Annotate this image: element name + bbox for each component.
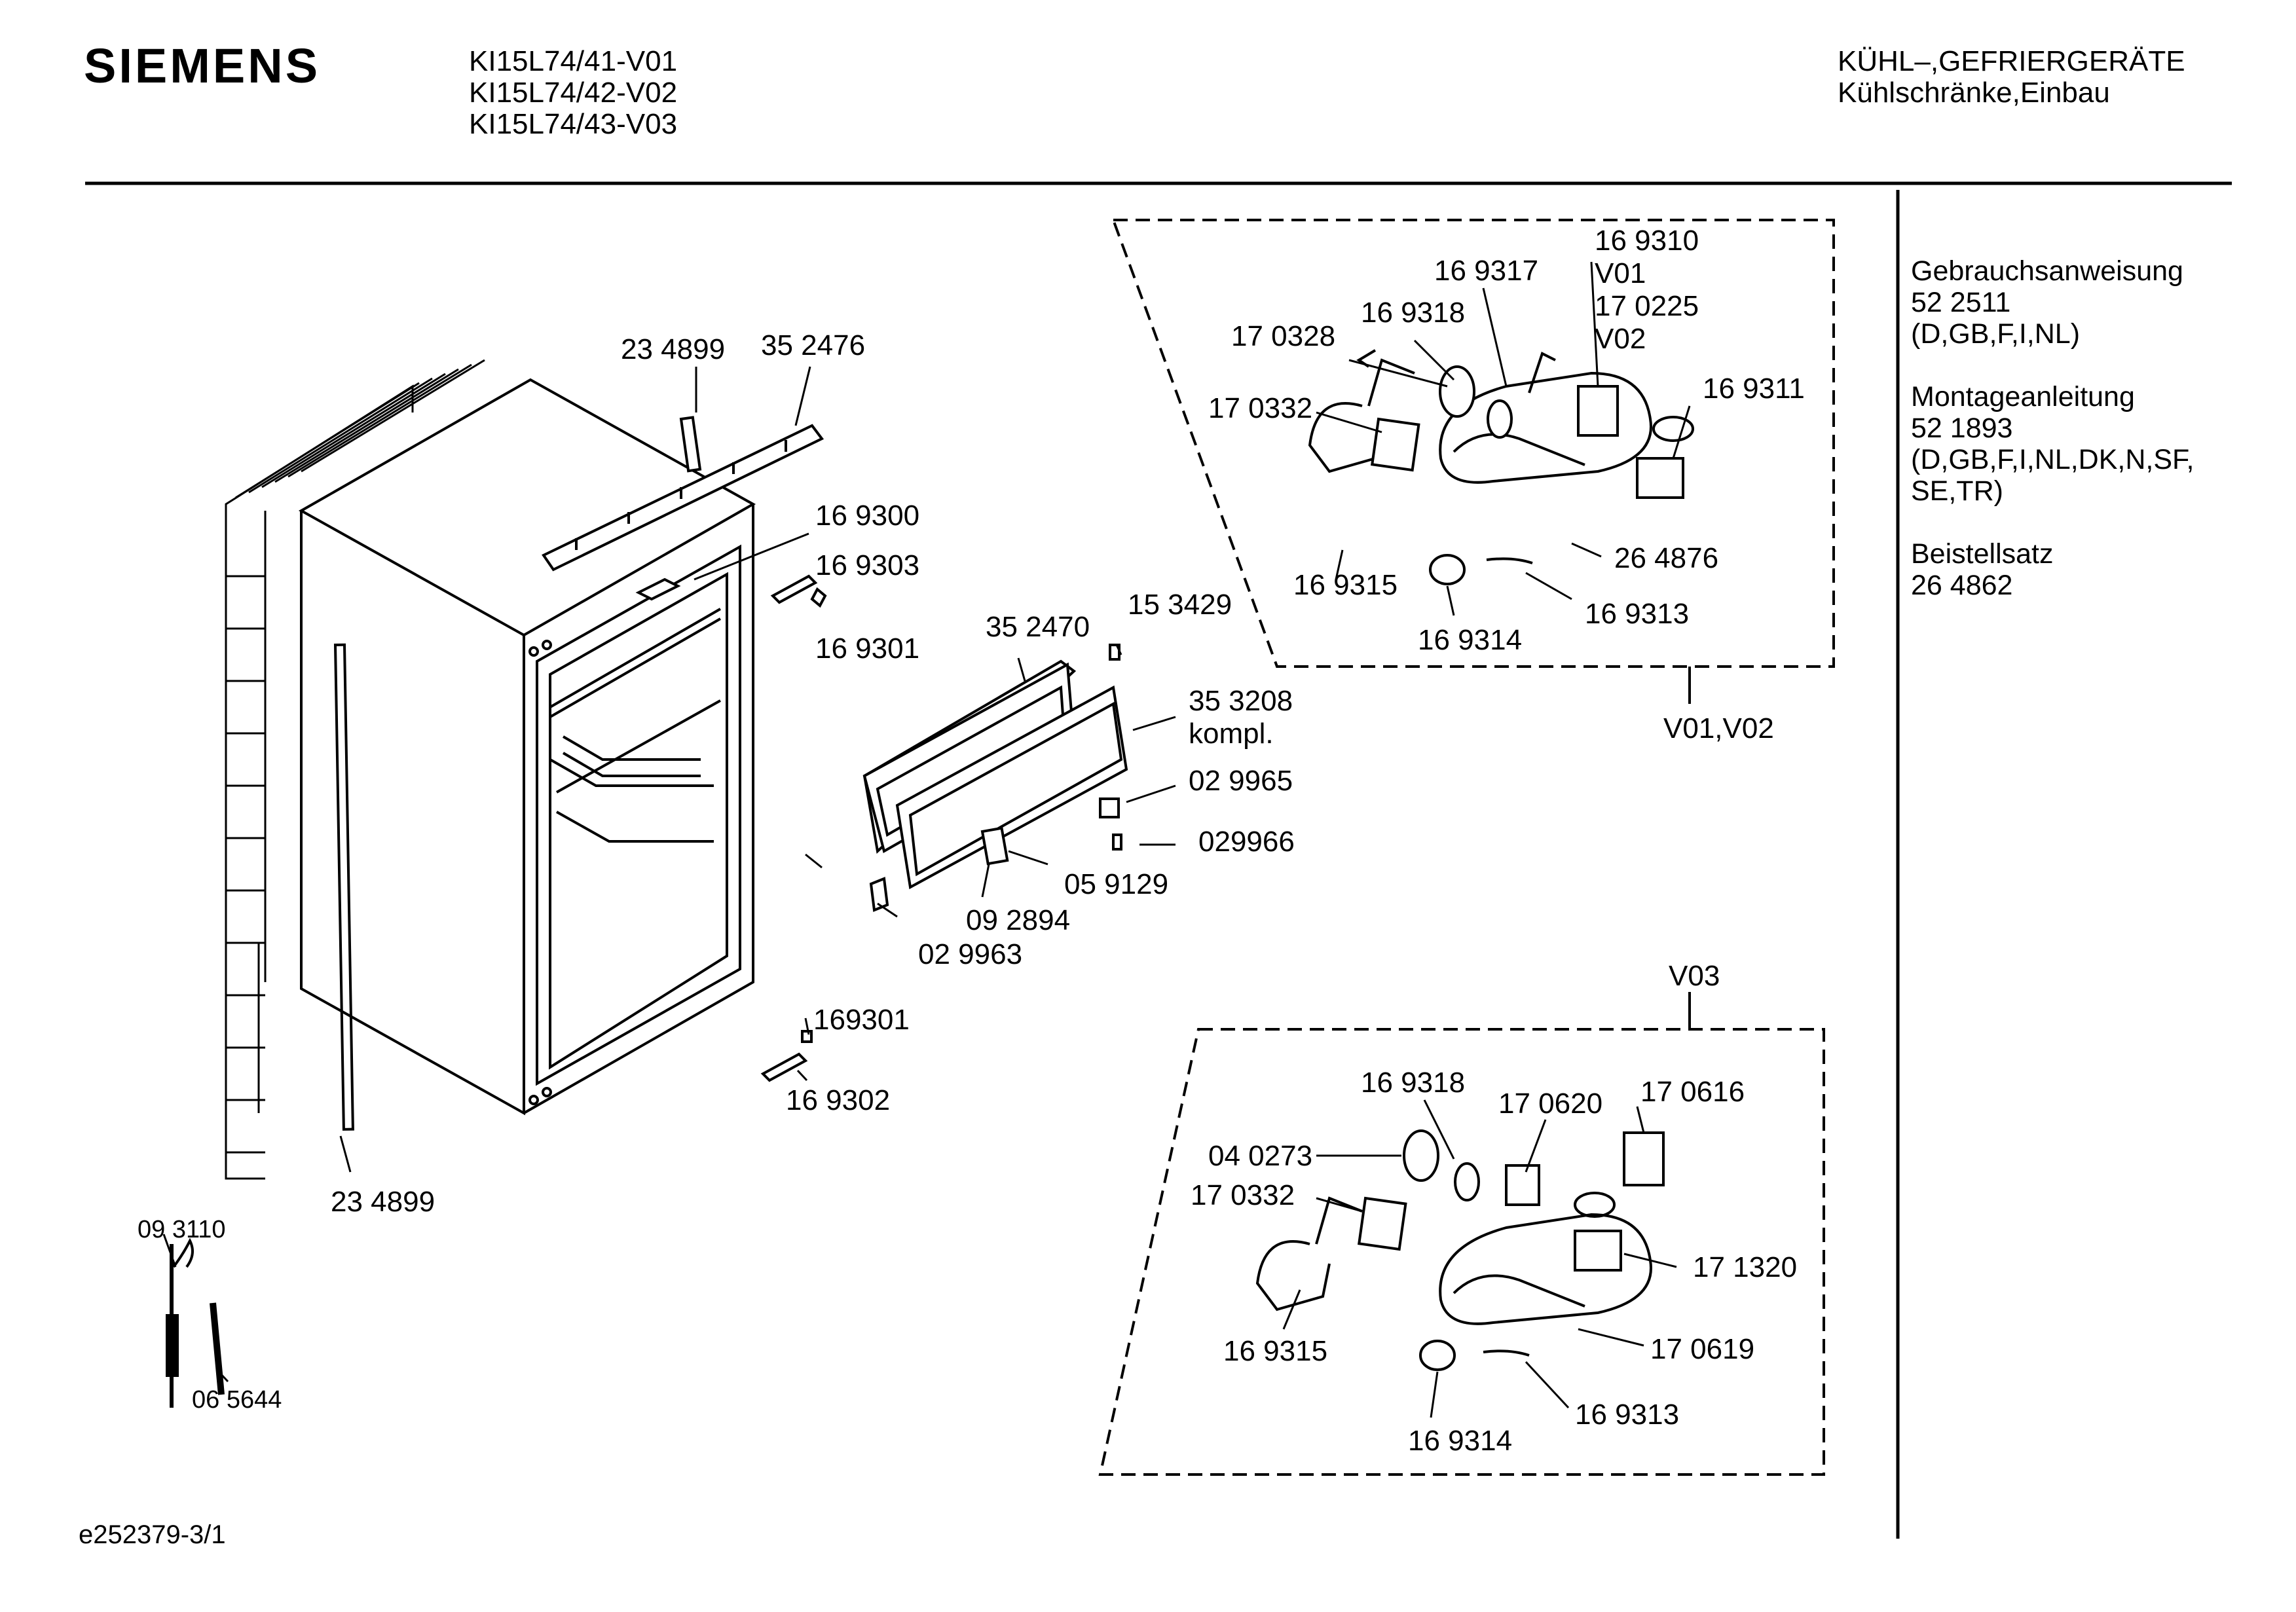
install-languages-1: (D,GB,F,I,NL,DK,N,SF, bbox=[1911, 444, 2194, 475]
label-169314: 16 9314 bbox=[1418, 624, 1522, 656]
inset-v03-caption: V03 bbox=[1669, 960, 1720, 992]
label-169318: 16 9318 bbox=[1361, 297, 1465, 329]
label-v03-169315: 16 9315 bbox=[1223, 1335, 1327, 1367]
label-352476: 35 2476 bbox=[761, 329, 865, 361]
label-170328: 17 0328 bbox=[1231, 320, 1335, 352]
label-029963: 02 9963 bbox=[918, 938, 1022, 970]
kit-number: 26 4862 bbox=[1911, 570, 2013, 601]
model-number-1: KI15L74/41-V01 bbox=[469, 45, 678, 77]
label-040273: 04 0273 bbox=[1208, 1140, 1312, 1172]
label-153429: 15 3429 bbox=[1128, 589, 1232, 621]
top-rail bbox=[542, 416, 824, 572]
install-languages-2: SE,TR) bbox=[1911, 475, 2003, 507]
cabinet bbox=[225, 359, 756, 1180]
kit-title: Beistellsatz bbox=[1911, 538, 2054, 570]
inset-v03 bbox=[1098, 992, 1825, 1476]
upper-hinge bbox=[635, 574, 827, 608]
label-234899-top: 23 4899 bbox=[621, 333, 725, 365]
inset-v01-v02-caption: V01,V02 bbox=[1663, 712, 1774, 744]
label-170619: 17 0619 bbox=[1650, 1333, 1754, 1365]
install-title: Montageanleitung bbox=[1911, 381, 2135, 412]
label-v02: V02 bbox=[1595, 323, 1646, 355]
label-v03-169314: 16 9314 bbox=[1408, 1425, 1512, 1457]
label-169315: 16 9315 bbox=[1293, 569, 1398, 601]
label-169317: 16 9317 bbox=[1434, 255, 1538, 287]
label-353208-note: kompl. bbox=[1189, 718, 1274, 750]
leader-lines bbox=[162, 261, 1691, 1418]
label-234899-bottom: 23 4899 bbox=[331, 1186, 435, 1218]
label-v01: V01 bbox=[1595, 257, 1646, 289]
drawing-code: e252379-3/1 bbox=[79, 1520, 226, 1549]
label-v03-170332: 17 0332 bbox=[1191, 1179, 1295, 1211]
label-169310: 16 9310 bbox=[1595, 225, 1699, 257]
label-169301: 16 9301 bbox=[815, 632, 919, 665]
label-353208: 35 3208 bbox=[1189, 685, 1293, 717]
category-title: KÜHL–,GEFRIERGERÄTE bbox=[1838, 45, 2185, 77]
brand-logo: SIEMENS bbox=[84, 39, 321, 93]
label-170225: 17 0225 bbox=[1595, 290, 1699, 322]
label-v03-169318: 16 9318 bbox=[1361, 1067, 1465, 1099]
label-170332: 17 0332 bbox=[1208, 392, 1312, 424]
sensor-parts bbox=[166, 1237, 225, 1408]
install-number: 52 1893 bbox=[1911, 412, 2013, 444]
label-v03-169313: 16 9313 bbox=[1575, 1399, 1679, 1431]
lower-hinge bbox=[760, 1030, 813, 1082]
category-subtitle: Kühlschränke,Einbau bbox=[1838, 77, 2110, 109]
label-169301b: 169301 bbox=[813, 1004, 910, 1036]
label-170620: 17 0620 bbox=[1498, 1088, 1602, 1120]
label-170616: 17 0616 bbox=[1640, 1076, 1745, 1108]
label-169311: 16 9311 bbox=[1703, 373, 1805, 405]
manual-number: 52 2511 bbox=[1911, 287, 2011, 318]
model-number-2: KI15L74/42-V02 bbox=[469, 77, 678, 109]
freezer-door bbox=[862, 644, 1128, 912]
inset-v01-v02 bbox=[1111, 219, 1835, 704]
label-171320: 17 1320 bbox=[1693, 1251, 1797, 1283]
condenser-grid bbox=[225, 359, 485, 1180]
label-169303: 16 9303 bbox=[815, 549, 919, 581]
label-029966: 029966 bbox=[1198, 826, 1295, 858]
label-092894: 09 2894 bbox=[966, 904, 1070, 936]
label-065644: 06 5644 bbox=[192, 1386, 282, 1414]
label-169302: 16 9302 bbox=[786, 1084, 890, 1116]
label-169313: 16 9313 bbox=[1585, 598, 1689, 630]
manual-title: Gebrauchsanweisung bbox=[1911, 255, 2183, 287]
model-number-3: KI15L74/43-V03 bbox=[469, 108, 678, 140]
manual-languages: (D,GB,F,I,NL) bbox=[1911, 318, 2081, 350]
label-059129: 05 9129 bbox=[1064, 868, 1168, 900]
label-029965: 02 9965 bbox=[1189, 765, 1293, 797]
label-264876: 26 4876 bbox=[1614, 542, 1718, 574]
label-352470: 35 2470 bbox=[986, 611, 1090, 643]
label-169300: 16 9300 bbox=[815, 500, 919, 532]
label-093110: 09 3110 bbox=[138, 1216, 226, 1243]
